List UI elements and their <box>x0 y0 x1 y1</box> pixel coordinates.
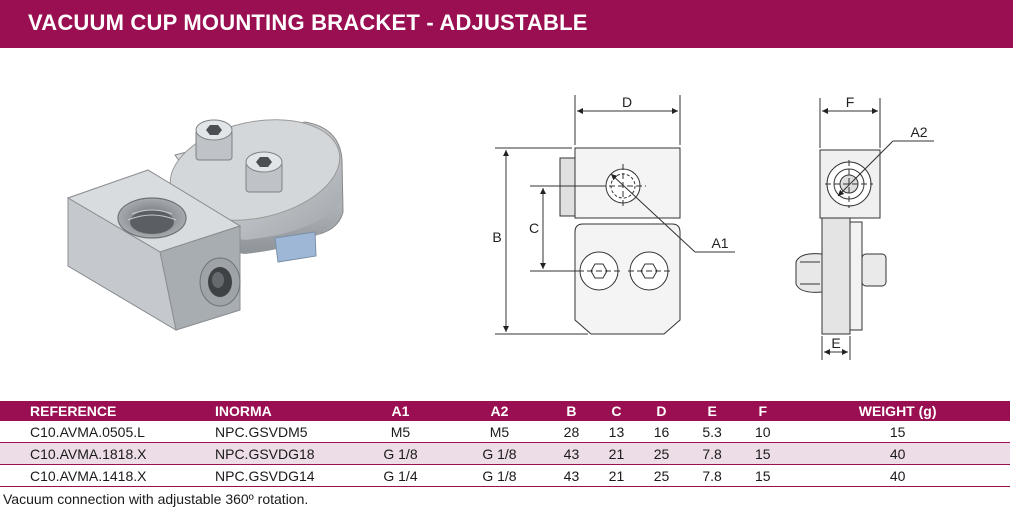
cell-weight: 40 <box>785 442 1010 465</box>
page-title: VACUUM CUP MOUNTING BRACKET - ADJUSTABLE <box>28 10 588 35</box>
dim-label-b: B <box>492 229 501 245</box>
cell-inorma: NPC.GSVDM5 <box>215 423 308 440</box>
dim-label-a2: A2 <box>910 124 927 140</box>
header-bar: VACUUM CUP MOUNTING BRACKET - ADJUSTABLE <box>0 0 1013 48</box>
cell-a2: M5 <box>489 423 510 440</box>
cell-e: 7.8 <box>702 467 722 484</box>
figure-area: D B C A1 F A2 E <box>0 48 1013 398</box>
screw-2 <box>245 151 283 193</box>
col-header-e: E <box>683 401 741 421</box>
cell-a1: M5 <box>390 423 411 440</box>
cell-a2: G 1/8 <box>449 442 549 465</box>
cell-reference: C10.AVMA.0505.L <box>30 423 145 440</box>
cell-d: 16 <box>653 423 670 440</box>
table-header-row: REFERENCE INORMA A1 A2 B C D E F WEIGHT … <box>0 401 1010 421</box>
footnote: Vacuum connection with adjustable 360º r… <box>3 491 309 507</box>
cell-a1: G 1/4 <box>383 467 418 484</box>
cell-d: 25 <box>653 467 670 484</box>
cell-f: 10 <box>754 423 771 440</box>
spec-table: REFERENCE INORMA A1 A2 B C D E F WEIGHT … <box>0 401 1010 487</box>
cell-inorma: NPC.GSVDG14 <box>215 467 315 484</box>
col-header-b: B <box>548 401 594 421</box>
cell-b: 43 <box>563 467 580 484</box>
cell-c: 13 <box>608 423 625 440</box>
dim-label-c: C <box>529 220 539 236</box>
cell-a1: G 1/8 <box>351 442 450 465</box>
dim-label-d: D <box>622 94 632 110</box>
cell-b: 28 <box>563 423 580 440</box>
cell-f: 15 <box>754 467 771 484</box>
cell-e: 7.8 <box>683 442 741 465</box>
dim-label-f: F <box>846 94 855 110</box>
col-header-weight: WEIGHT (g) <box>785 401 1010 421</box>
col-header-f: F <box>740 401 786 421</box>
table-row: C10.AVMA.0505.L NPC.GSVDM5 M5 M5 28 13 1… <box>0 421 1010 443</box>
cell-weight: 15 <box>889 423 906 440</box>
side-view-drawing <box>795 98 934 360</box>
col-header-a1: A1 <box>351 401 450 421</box>
product-illustration <box>66 119 344 332</box>
cell-d: 25 <box>638 442 684 465</box>
col-header-reference: REFERENCE <box>0 401 215 421</box>
col-header-c: C <box>593 401 639 421</box>
cell-weight: 40 <box>889 467 906 484</box>
dim-label-a1: A1 <box>711 235 728 251</box>
cell-reference: C10.AVMA.1818.X <box>0 442 215 465</box>
cell-inorma: NPC.GSVDG18 <box>215 442 351 465</box>
cell-reference: C10.AVMA.1418.X <box>30 467 147 484</box>
cell-c: 21 <box>608 467 625 484</box>
cell-f: 15 <box>740 442 786 465</box>
col-header-a2: A2 <box>449 401 549 421</box>
cell-a2: G 1/8 <box>482 467 517 484</box>
drawings: D B C A1 F A2 E <box>66 94 934 360</box>
cell-b: 43 <box>548 442 594 465</box>
col-header-inorma: INORMA <box>215 401 351 421</box>
table-row: C10.AVMA.1818.X NPC.GSVDG18 G 1/8 G 1/8 … <box>0 442 1010 465</box>
table-row: C10.AVMA.1418.X NPC.GSVDG14 G 1/4 G 1/8 … <box>0 465 1010 487</box>
front-view-drawing <box>495 95 735 335</box>
cell-e: 5.3 <box>702 423 722 440</box>
cell-c: 21 <box>593 442 639 465</box>
col-header-d: D <box>638 401 684 421</box>
dim-label-e: E <box>831 335 840 351</box>
screw-1 <box>195 119 233 161</box>
